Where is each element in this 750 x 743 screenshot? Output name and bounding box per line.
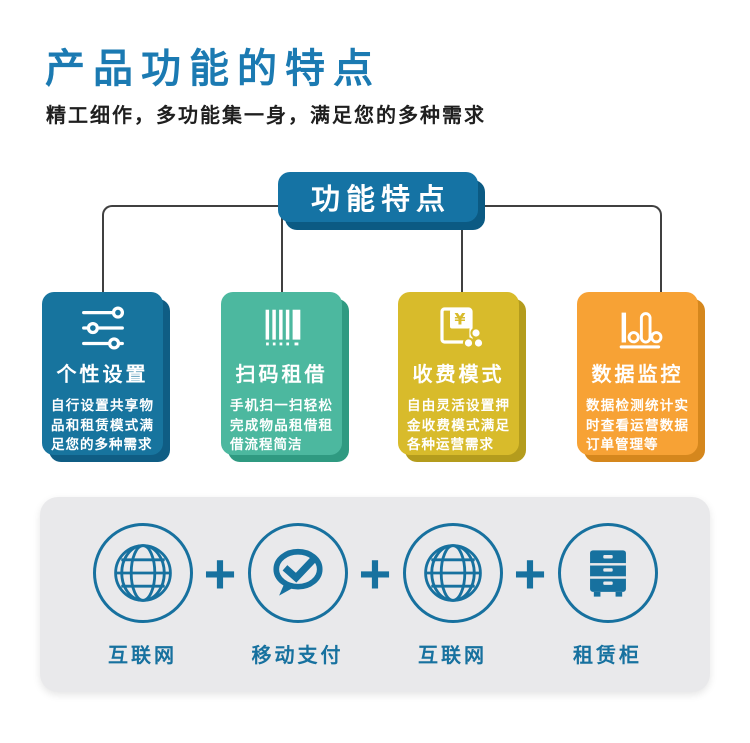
card-body: 手机扫一扫轻松完成物品租借租借流程简洁: [230, 398, 333, 453]
plus-sign: +: [203, 541, 237, 605]
card-data-monitoring: 数据监控 数据检测统计实时查看运营数据订单管理等: [577, 292, 698, 455]
yen-payment-icon: ¥: [431, 300, 487, 357]
card-personal-settings: 个性设置 自行设置共享物品和租赁模式满足您的多种需求: [42, 292, 163, 455]
formula-item-label: 互联网: [418, 645, 487, 667]
root-node-label: 功能特点: [310, 184, 451, 216]
card-body: 自行设置共享物品和租赁模式满足您的多种需求: [51, 398, 154, 453]
formula-item-mobile-payment: 移动支付: [242, 523, 354, 668]
stats-chart-icon: [611, 300, 665, 357]
card-scan-rent: 扫码租借 手机扫一扫轻松完成物品租借租借流程简洁: [221, 292, 342, 455]
formula-item-label: 租赁柜: [573, 645, 642, 667]
sliders-icon: [76, 300, 130, 357]
card-payment-mode: ¥ 收费模式 自由灵活设置押金收费模式满足各种运营需求: [398, 292, 519, 455]
formula-item-label: 移动支付: [251, 645, 344, 667]
formula-item-internet: 互联网: [87, 523, 199, 668]
formula-item-rental-cabinet: 租赁柜: [552, 523, 664, 668]
connector-line: [281, 210, 283, 292]
card-title: 扫码租借: [235, 364, 328, 387]
globe-icon: [402, 523, 503, 623]
plus-sign: +: [513, 541, 547, 605]
plus-sign: +: [358, 541, 392, 605]
cabinet-icon: [557, 523, 658, 623]
connector-line: [461, 210, 463, 292]
mobile-payment-icon: [247, 523, 348, 623]
root-node-feature-highlights: 功能特点: [278, 172, 478, 222]
formula-item-label: 互联网: [108, 645, 177, 667]
page-subtitle: 精工细作，多功能集一身，满足您的多种需求: [46, 105, 486, 127]
card-title: 收费模式: [412, 364, 505, 387]
globe-icon: [92, 523, 193, 623]
formula-item-internet: 互联网: [397, 523, 509, 668]
page-title: 产品功能的特点: [45, 47, 381, 91]
card-title: 数据监控: [591, 364, 684, 387]
svg-text:¥: ¥: [454, 309, 465, 328]
card-body: 数据检测统计实时查看运营数据订单管理等: [586, 398, 689, 453]
card-title: 个性设置: [56, 364, 149, 387]
formula-panel: 互联网 + 移动支付 +: [40, 497, 710, 692]
barcode-icon: [255, 300, 309, 357]
card-body: 自由灵活设置押金收费模式满足各种运营需求: [407, 398, 510, 453]
